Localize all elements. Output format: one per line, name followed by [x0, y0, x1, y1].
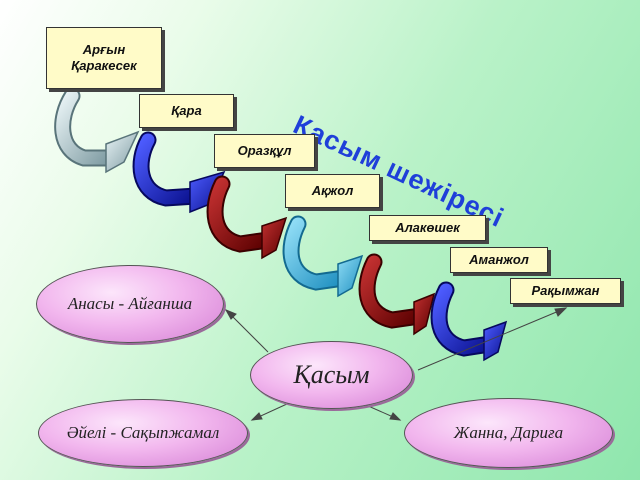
mother-ellipse: Анасы - Айғанша — [36, 265, 224, 343]
children-label: Жанна, Дариға — [453, 423, 564, 442]
curved-arrow-5 — [358, 253, 436, 336]
chain-box-orazkul: Оразқұл — [214, 134, 315, 168]
chain-box-kara: Қара — [139, 94, 234, 128]
wife-ellipse: Әйелі - Сақыпжамал — [38, 399, 248, 467]
chain-box-label: Ақжол — [311, 183, 354, 198]
arrowhead-children — [389, 412, 402, 421]
children-ellipse: Жанна, Дариға — [404, 398, 613, 468]
chain-box-alakoshek: Алакөшек — [369, 215, 486, 241]
curved-arrow-6 — [430, 281, 508, 362]
line-to-rakymzhan — [417, 307, 567, 371]
mother-label: Анасы - Айғанша — [67, 294, 193, 313]
curved-arrow-4 — [282, 215, 364, 298]
chain-box-akzhol: Ақжол — [285, 174, 380, 208]
arrowhead-wife — [250, 412, 263, 421]
wife-label: Әйелі - Сақыпжамал — [66, 423, 220, 442]
center-label: Қасым — [293, 360, 370, 389]
chain-box-label: Арғын Қаракесек — [71, 42, 137, 73]
connector-lines — [224, 307, 568, 421]
chain-box-label: Алакөшек — [395, 220, 460, 235]
chain-box-label: Аманжол — [469, 252, 529, 267]
curved-arrow-1 — [54, 87, 140, 174]
curved-arrow-3 — [206, 175, 288, 260]
chain-box-label: Оразқұл — [237, 143, 292, 158]
chain-box-label: Рақымжан — [531, 283, 600, 298]
chain-box-amanzhol: Аманжол — [450, 247, 548, 273]
center-ellipse-kasym: Қасым — [250, 341, 413, 409]
chain-box-rakymzhan: Рақымжан — [510, 278, 621, 304]
chain-box-label: Қара — [171, 103, 202, 118]
arrowhead-rakymzhan — [554, 307, 568, 317]
arrowhead-mother — [224, 309, 237, 320]
chain-box-argyn: Арғын Қаракесек — [46, 27, 162, 89]
